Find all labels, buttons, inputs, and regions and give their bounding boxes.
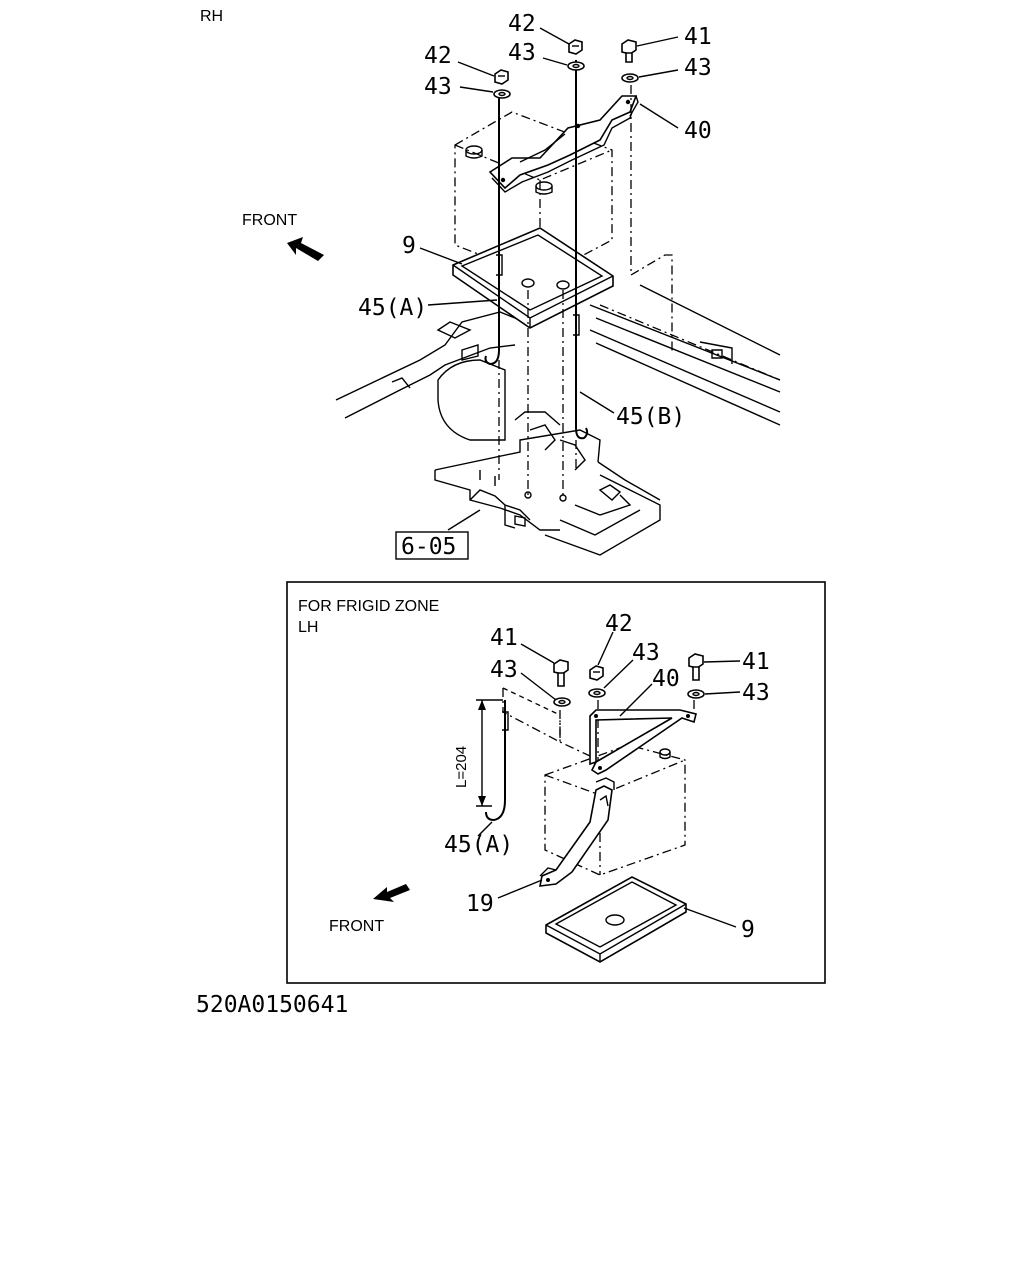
frame-rail [589, 284, 781, 426]
bolt-41 [621, 39, 637, 63]
inset-j-bolt [485, 700, 509, 822]
inset-nut-42 [589, 665, 604, 681]
view-label: RH [200, 8, 223, 25]
inset-panel: FOR FRIGID ZONE LH [286, 581, 826, 984]
inset-label-43: 43 [742, 680, 770, 706]
j-bolt-45b [573, 60, 589, 440]
inset-label-9: 9 [741, 917, 755, 943]
figure-id: 520A0150641 [196, 992, 348, 1018]
washer-43-right [567, 61, 585, 71]
inset-battery-tray [545, 876, 687, 963]
battery-tray [452, 227, 614, 329]
tray-bracket [434, 411, 661, 556]
inset-label-41: 41 [490, 625, 518, 651]
inset-washer-43-left [553, 697, 571, 707]
reference-label: 6-05 [401, 534, 456, 560]
inset-washer-43-right [687, 689, 705, 699]
label-43: 43 [508, 40, 536, 66]
label-45b: 45(B) [616, 404, 685, 430]
main-assembly: 42 43 42 43 41 43 40 9 45(A) 45(B) FRONT… [242, 11, 781, 560]
inset-label-43: 43 [490, 657, 518, 683]
inset-assembly-lines [502, 687, 695, 765]
inset-washer-43-mid [588, 688, 606, 698]
inset-strap [538, 777, 615, 887]
cross-member [335, 311, 521, 441]
inset-label-19: 19 [466, 891, 494, 917]
label-9: 9 [402, 233, 416, 259]
inset-leader-lines [477, 631, 741, 928]
inset-label-45a: 45(A) [444, 832, 513, 858]
leader-lines [419, 27, 679, 531]
inset-label-42: 42 [605, 611, 633, 637]
washer-43-bolt [621, 73, 639, 83]
label-45a: 45(A) [358, 295, 427, 321]
inset-bolt-41-right [688, 653, 704, 681]
label-43: 43 [424, 74, 452, 100]
nut-42-right [568, 39, 583, 55]
inset-front-arrow-icon [373, 884, 410, 902]
j-bolt-45a [484, 92, 503, 366]
dimension-label: L=204 [453, 746, 470, 788]
nut-42-left [494, 69, 509, 85]
label-42: 42 [508, 11, 536, 37]
inset-hold-down-bracket [589, 709, 697, 775]
label-43: 43 [684, 55, 712, 81]
inset-bolt-41-left [553, 659, 569, 687]
inset-frame [286, 581, 826, 984]
inset-label-43: 43 [632, 640, 660, 666]
label-40: 40 [684, 118, 712, 144]
inset-label-40: 40 [652, 666, 680, 692]
inset-dimension [476, 699, 503, 807]
inset-title: FOR FRIGID ZONE [298, 598, 439, 615]
hold-down-bar [488, 95, 639, 193]
label-42: 42 [424, 43, 452, 69]
inset-front-label: FRONT [329, 918, 384, 935]
label-41: 41 [684, 24, 712, 50]
washer-43-left [493, 89, 511, 99]
front-label: FRONT [242, 212, 297, 229]
inset-subtitle: LH [298, 619, 318, 636]
assembly-lines [498, 85, 673, 498]
front-arrow-icon [287, 237, 324, 261]
reference-box [395, 531, 469, 560]
inset-label-41: 41 [742, 649, 770, 675]
